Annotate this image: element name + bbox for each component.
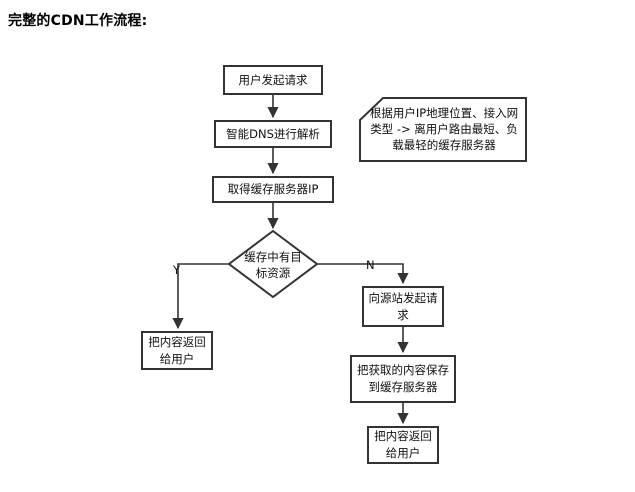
step-user-request: 用户发起请求 [223,65,323,95]
step-return-content-yes: 把内容返回给用户 [141,331,213,370]
note-shape [359,97,527,162]
step-save-to-cache: 把获取的内容保存到缓存服务器 [350,355,456,403]
step-request-origin: 向源站发起请求 [362,286,444,327]
decision-diamond [227,229,319,299]
decision-label: 缓存中有目标资源 [244,250,302,280]
no-label: N [366,258,375,272]
dns-note: 根据用户IP地理位置、接入网类型 -> 离用户路由最短、负载最轻的缓存服务器 [369,106,519,152]
page-title: 完整的CDN工作流程: [8,13,148,29]
step-return-content-no: 把内容返回给用户 [367,426,439,464]
arrow-no-branch [317,263,409,285]
step-dns-resolve: 智能DNS进行解析 [214,120,332,148]
yes-label: Y [173,263,181,277]
arrow-yes-branch [172,263,229,330]
step-get-cache-ip: 取得缓存服务器IP [212,176,334,203]
